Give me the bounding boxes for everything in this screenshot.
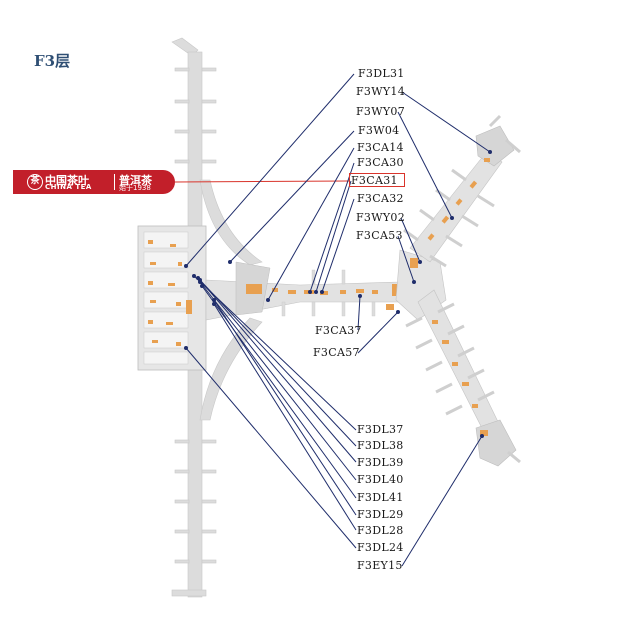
northeast-pier [403, 114, 521, 268]
terminal-head-house [137, 225, 207, 371]
label-f3dl24: F3DL24 [357, 541, 404, 554]
label-f3w04: F3W04 [358, 124, 400, 137]
label-f3dl31: F3DL31 [358, 67, 405, 80]
label-f3ca14: F3CA14 [357, 141, 404, 154]
label-f3dl41: F3DL41 [357, 491, 404, 504]
pointer-arrowheads [184, 150, 492, 438]
label-f3wy02: F3WY02 [356, 211, 405, 224]
label-f3dl28: F3DL28 [357, 524, 404, 537]
brand-banner: 茶 中国茶叶 CHINA TEA 普洱茶 始于1938 [13, 170, 175, 194]
highlight-box [349, 173, 405, 187]
label-f3ca57: F3CA57 [313, 346, 360, 359]
label-f3ey15: F3EY15 [357, 559, 403, 572]
label-f3dl37: F3DL37 [357, 423, 404, 436]
southeast-pier [405, 289, 521, 467]
label-f3wy07: F3WY07 [356, 105, 405, 118]
pointer-lines [185, 73, 491, 567]
label-f3ca37: F3CA37 [315, 324, 362, 337]
brand-divider [114, 174, 115, 190]
brand-since: 始于1938 [119, 184, 151, 192]
label-f3ca32: F3CA32 [357, 192, 404, 205]
label-f3ca53: F3CA53 [356, 229, 403, 242]
label-f3ca30: F3CA30 [357, 156, 404, 169]
label-f3dl40: F3DL40 [357, 473, 404, 486]
brand-name-en: CHINA TEA [45, 183, 92, 191]
brand-pointer-line [174, 180, 350, 183]
brand-name-cn: 中国茶叶 [45, 174, 89, 187]
label-f3ca31: F3CA31 [351, 174, 398, 187]
china-tea-logo-icon: 茶 [27, 174, 43, 190]
label-f3wy14: F3WY14 [356, 85, 405, 98]
label-f3dl38: F3DL38 [357, 439, 404, 452]
floor-title: F3层 [34, 52, 71, 70]
brand-product: 普洱茶 [119, 174, 152, 187]
label-f3dl29: F3DL29 [357, 508, 404, 521]
label-f3dl39: F3DL39 [357, 456, 404, 469]
